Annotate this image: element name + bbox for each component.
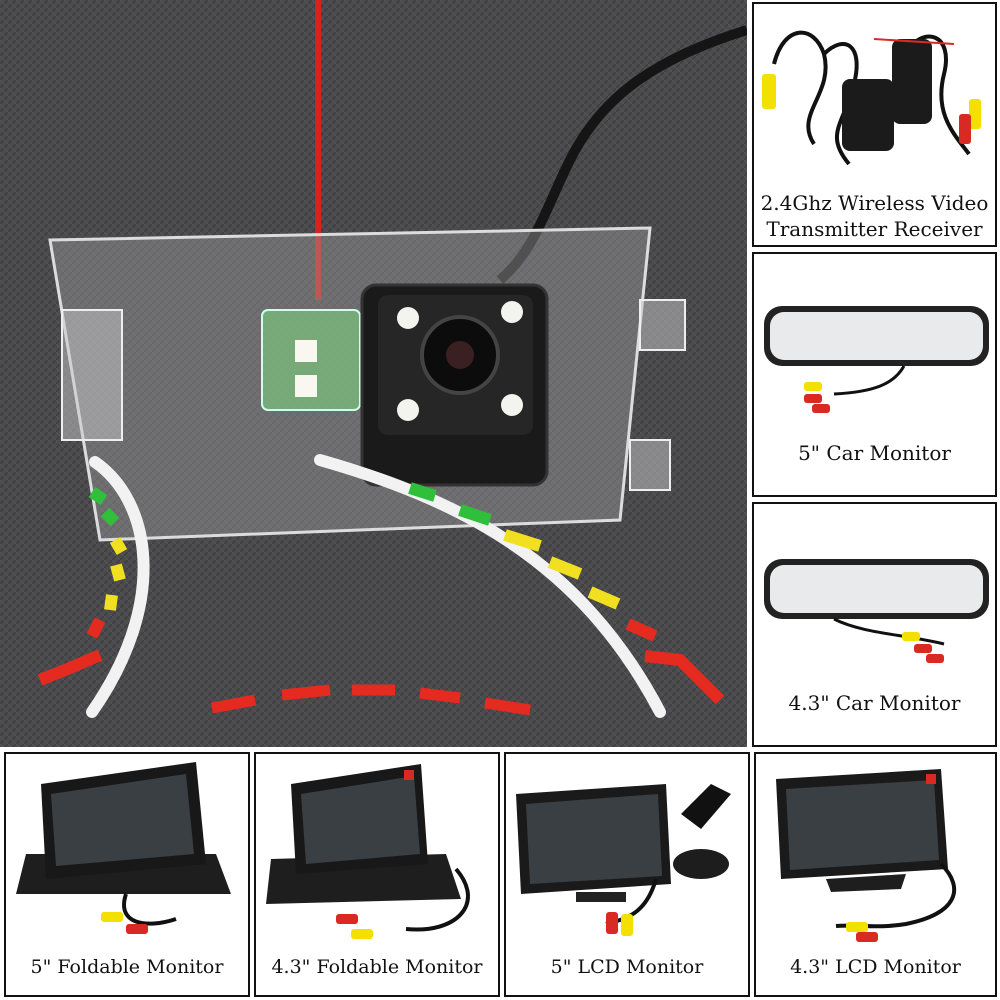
lcd-monitor-5-panel: 5" LCD Monitor bbox=[504, 752, 750, 997]
main-product-photo bbox=[0, 0, 747, 747]
car-monitor-5-caption: 5" Car Monitor bbox=[798, 441, 951, 465]
wireless-kit-panel: 2.4Ghz Wireless Video Transmitter Receiv… bbox=[752, 2, 997, 247]
car-monitor-5-image bbox=[764, 306, 989, 413]
lcd-monitor-5-caption: 5" LCD Monitor bbox=[550, 956, 704, 978]
receiver-box bbox=[892, 39, 932, 124]
lcd-monitor-43-image bbox=[776, 769, 957, 942]
car-monitor-43-image bbox=[764, 559, 989, 663]
camera-led bbox=[501, 394, 523, 416]
foldable-monitor-5-caption: 5" Foldable Monitor bbox=[30, 956, 224, 978]
car-monitor-43-caption: 4.3" Car Monitor bbox=[788, 691, 961, 715]
guideline-colored-left bbox=[37, 487, 128, 686]
red-rca bbox=[959, 114, 971, 144]
car-monitor-5-panel: 5" Car Monitor bbox=[752, 252, 997, 497]
lcd-monitor-5-image bbox=[516, 784, 731, 936]
yellow-rca bbox=[969, 99, 981, 129]
camera-led bbox=[501, 301, 523, 323]
bracket-clip-right-top bbox=[639, 299, 686, 351]
wireless-caption-line2: Transmitter Receiver bbox=[766, 217, 983, 241]
camera-led bbox=[397, 307, 419, 329]
foldable-monitor-5-image bbox=[16, 762, 231, 934]
bracket-clip-left bbox=[61, 309, 123, 441]
guideline-white-right bbox=[314, 454, 666, 718]
camera-led bbox=[397, 399, 419, 421]
lens-center bbox=[446, 341, 474, 369]
guideline-bottom-dashes bbox=[210, 684, 531, 716]
foldable-monitor-43-caption: 4.3" Foldable Monitor bbox=[271, 956, 483, 978]
lcd-monitor-43-caption: 4.3" LCD Monitor bbox=[790, 956, 961, 978]
bracket-clip-right-bottom bbox=[629, 439, 671, 491]
transmitter-box bbox=[842, 79, 894, 151]
guideline-colored-right bbox=[408, 482, 725, 705]
wireless-kit-image bbox=[762, 30, 981, 166]
foldable-monitor-43-image bbox=[266, 764, 470, 939]
wireless-caption-line1: 2.4Ghz Wireless Video bbox=[760, 191, 989, 215]
car-monitor-43-panel: 4.3" Car Monitor bbox=[752, 502, 997, 747]
lcd-monitor-43-panel: 4.3" LCD Monitor bbox=[754, 752, 997, 997]
camera-illustration bbox=[0, 0, 747, 747]
black-cable bbox=[496, 25, 747, 284]
guideline-white-left bbox=[86, 456, 150, 718]
foldable-monitor-5-panel: 5" Foldable Monitor bbox=[4, 752, 250, 997]
yellow-rca bbox=[762, 74, 776, 109]
led-chip bbox=[295, 340, 317, 362]
led-chip bbox=[295, 375, 317, 397]
foldable-monitor-43-panel: 4.3" Foldable Monitor bbox=[254, 752, 500, 997]
